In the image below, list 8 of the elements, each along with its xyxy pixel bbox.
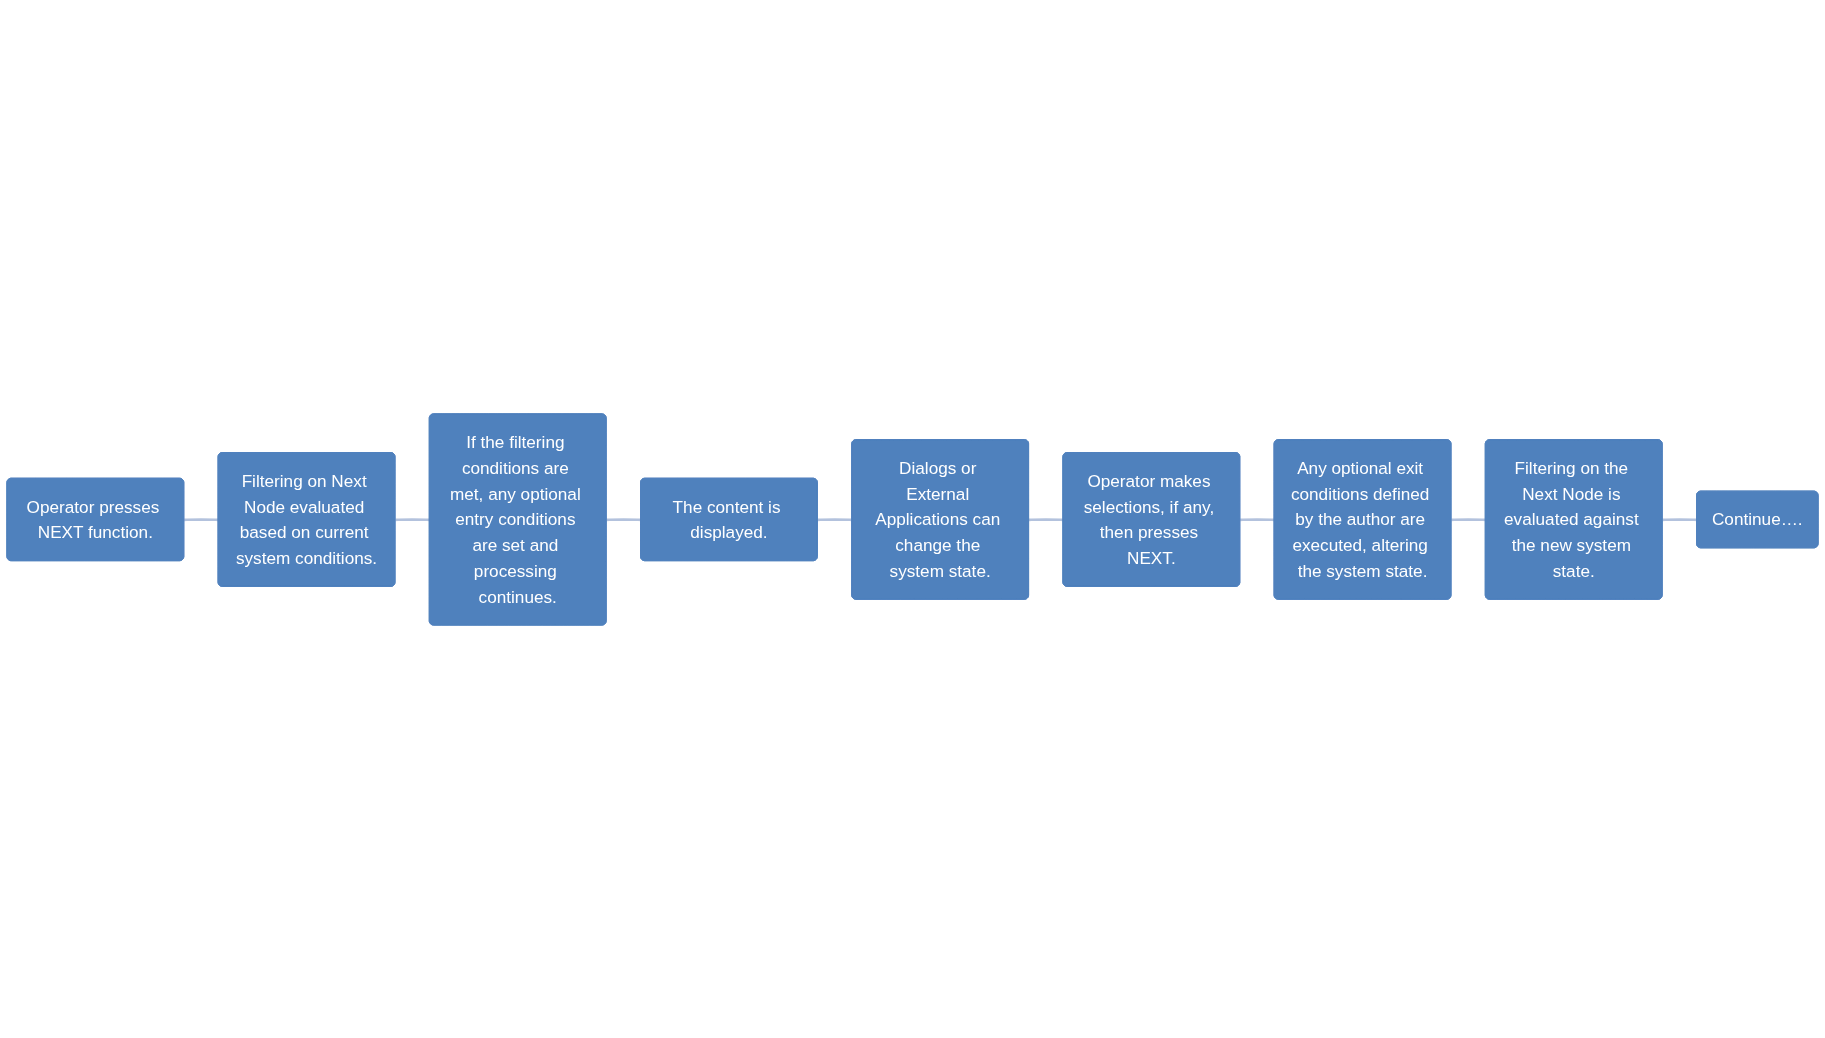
connector [1240, 517, 1275, 521]
connector [1451, 517, 1486, 521]
connector [395, 517, 430, 521]
connector [1028, 517, 1064, 521]
connector [817, 517, 853, 521]
connector [1662, 517, 1697, 521]
connector [606, 517, 641, 521]
connector [184, 517, 219, 521]
